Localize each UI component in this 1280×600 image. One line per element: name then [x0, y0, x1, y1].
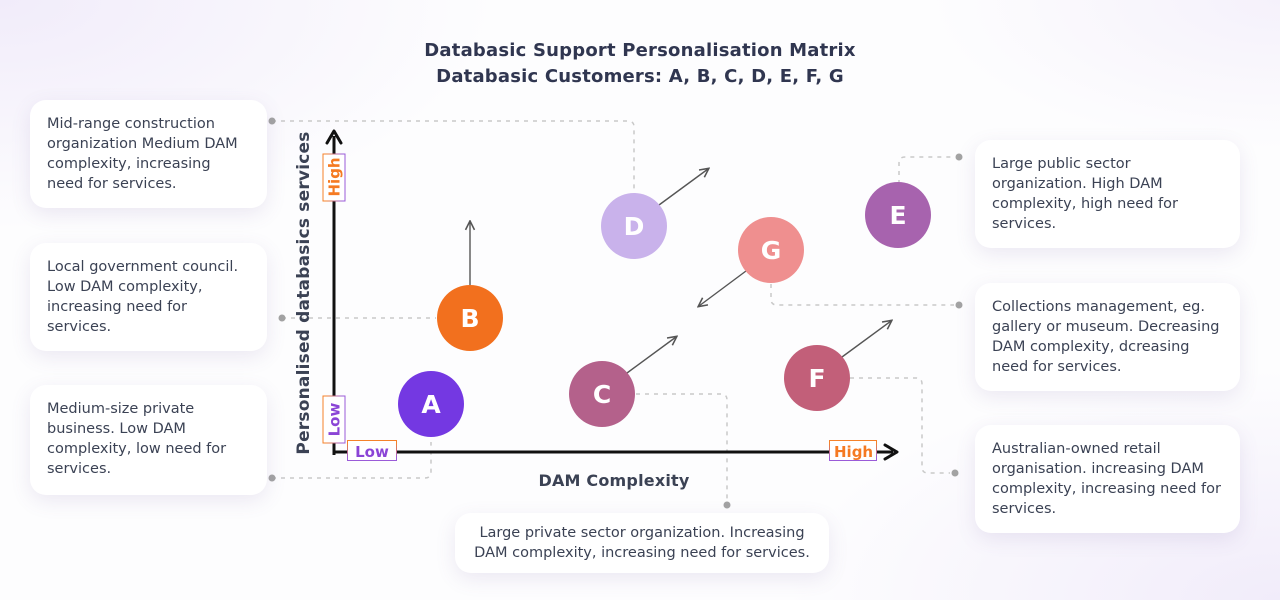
connector-left1-to-D: [272, 120, 635, 192]
connector-right3-to-F: [850, 377, 950, 474]
connector-right2-to-G: [770, 284, 954, 306]
bubble-B: B: [437, 285, 503, 351]
x-axis-high-tag: High: [829, 440, 877, 461]
bubble-A: A: [398, 371, 464, 437]
connector-dot: [951, 469, 959, 477]
callout-text: Medium-size private business. Low DAM co…: [47, 401, 227, 477]
connector-dot: [278, 314, 286, 322]
y-axis-low-tag: Low: [322, 395, 346, 444]
callout-text: Collections management, eg. gallery or m…: [992, 299, 1220, 375]
bubble-E: E: [865, 182, 931, 248]
bubble-G: G: [738, 217, 804, 283]
bubble-F: F: [784, 345, 850, 411]
callout-right-2: Collections management, eg. gallery or m…: [975, 283, 1240, 391]
trend-arrow-layer: [470, 169, 891, 374]
x-axis-arrowhead: [883, 443, 899, 461]
title-line-1: Databasic Support Personalisation Matrix: [424, 40, 856, 61]
callout-text: Large public sector organization. High D…: [992, 156, 1178, 232]
y-axis-label: Personalised databasics services: [294, 131, 314, 455]
connector-dot: [955, 153, 963, 161]
connector-right1-to-E: [898, 156, 954, 184]
callout-left-2: Local government council. Low DAM comple…: [30, 243, 267, 351]
bubble-D: D: [601, 193, 667, 259]
trend-arrow-D: [658, 169, 708, 206]
callout-text: Local government council. Low DAM comple…: [47, 259, 239, 335]
x-axis-low-tag: Low: [347, 440, 397, 461]
trend-arrow-F: [841, 321, 891, 358]
y-axis-arrowhead: [325, 129, 343, 145]
callout-right-3: Australian-owned retail organisation. in…: [975, 425, 1240, 533]
connector-dot: [723, 501, 731, 509]
trend-arrow-C: [626, 337, 676, 374]
connector-dot: [268, 474, 276, 482]
connector-dot: [268, 117, 276, 125]
callout-text: Mid-range construction organization Medi…: [47, 116, 238, 192]
trend-arrow-G: [699, 270, 747, 306]
callout-text: Large private sector organization. Incre…: [474, 525, 810, 561]
connector-dot: [955, 301, 963, 309]
callout-text: Australian-owned retail organisation. in…: [992, 441, 1221, 517]
y-axis-high-tag: High: [322, 153, 346, 202]
callout-right-1: Large public sector organization. High D…: [975, 140, 1240, 248]
callout-bottom: Large private sector organization. Incre…: [455, 513, 829, 573]
diagram-title: Databasic Support Personalisation Matrix…: [0, 38, 1280, 90]
title-line-2: Databasic Customers: A, B, C, D, E, F, G: [436, 66, 844, 87]
connector-left3-to-A: [272, 442, 432, 479]
x-axis-label: DAM Complexity: [538, 471, 690, 490]
bubble-C: C: [569, 361, 635, 427]
callout-left-1: Mid-range construction organization Medi…: [30, 100, 267, 208]
callout-left-3: Medium-size private business. Low DAM co…: [30, 385, 267, 495]
